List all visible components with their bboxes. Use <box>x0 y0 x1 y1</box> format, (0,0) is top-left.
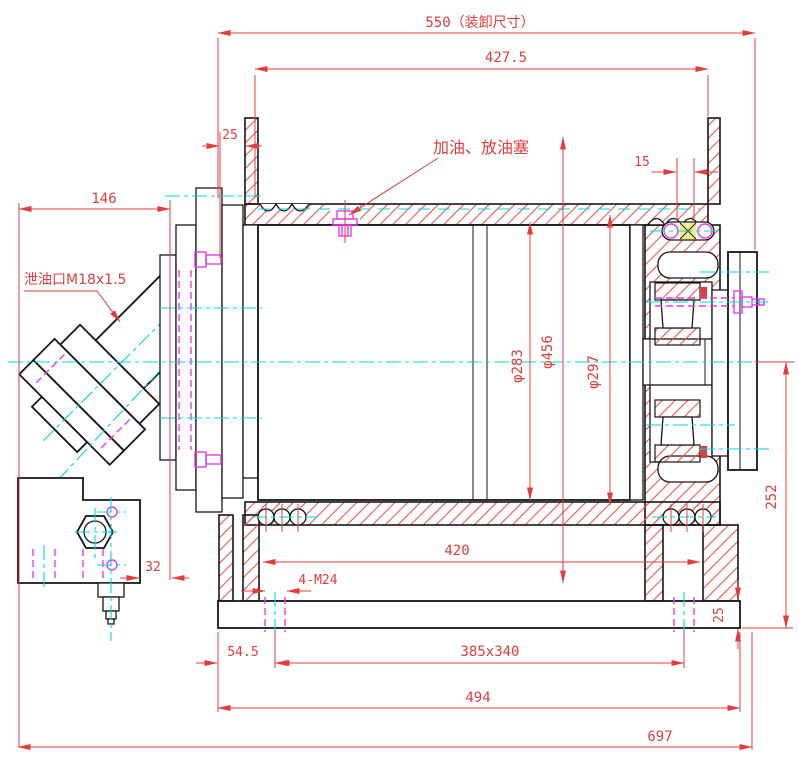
left-leg-outer <box>218 514 234 602</box>
fill-plug-leader <box>348 157 439 216</box>
input-flange-stack <box>159 187 259 513</box>
taper-bearing-top <box>654 282 707 346</box>
dim-32-text: 32 <box>145 560 161 575</box>
relief-slot-top <box>657 251 719 279</box>
dim-146-text: 146 <box>91 191 116 207</box>
dimension-texts: 550（装卸尺寸） 427.5 25 15 146 φ283 φ456 φ297… <box>24 15 780 745</box>
left-leg-inner <box>242 514 260 602</box>
dim-456-text: φ456 <box>540 335 556 369</box>
top-wall <box>244 203 709 226</box>
output-shaft <box>642 251 758 471</box>
right-leg-inner <box>644 524 664 602</box>
extension-lines <box>18 38 793 750</box>
label-fill-plug: 加油、放油塞 <box>433 138 529 157</box>
cover-inner-plate <box>711 289 729 457</box>
valve-block <box>17 477 141 625</box>
dim-25-top-text: 25 <box>222 128 238 143</box>
right-leg-outer <box>702 524 739 602</box>
break-line-left <box>259 202 310 212</box>
dim-420-text: 420 <box>444 543 469 559</box>
roller <box>660 416 695 446</box>
label-4-m24: 4-M24 <box>298 573 337 588</box>
label-drain-port: 泄油口M18x1.5 <box>24 272 126 288</box>
base-plate <box>217 600 741 629</box>
base-bolt-holes <box>264 597 695 632</box>
dim-550-text: 550（装卸尺寸） <box>425 15 534 31</box>
dim-494-text: 494 <box>465 690 490 706</box>
dim-385-text: 385x340 <box>460 644 519 660</box>
left-upstand <box>244 117 259 205</box>
taper-bearing-bottom <box>654 399 707 463</box>
dim-25-right-text: 25 <box>712 607 727 623</box>
dim-297-text: φ297 <box>586 355 602 389</box>
end-cover <box>727 251 758 471</box>
right-upstand <box>707 117 721 205</box>
drain-port-leader <box>24 290 121 323</box>
centerlines <box>8 195 795 641</box>
dim-283-text: φ283 <box>510 349 526 383</box>
dimension-lines <box>17 30 789 750</box>
dim-54-text: 54.5 <box>227 645 258 660</box>
roller <box>660 299 695 329</box>
dim-697-text: 697 <box>647 729 672 745</box>
dim-15-text: 15 <box>634 155 650 170</box>
dim-252-text: 252 <box>764 484 780 509</box>
dim-427-text: 427.5 <box>485 50 527 66</box>
bottom-wall <box>244 501 721 526</box>
